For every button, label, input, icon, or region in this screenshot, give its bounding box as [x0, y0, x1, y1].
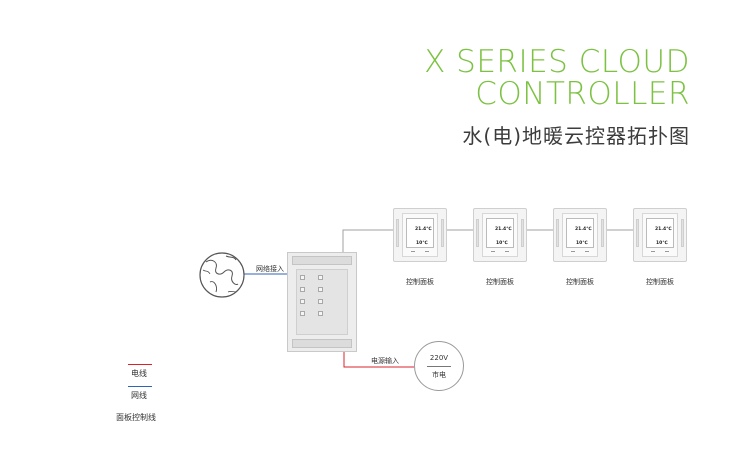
panel-screen: 21.4℃ 10℃	[566, 218, 594, 248]
legend-line-power	[128, 364, 152, 365]
panel-label-4: 控制面板	[646, 278, 674, 286]
module-port-icon	[318, 311, 323, 316]
panel-temp-set: 10℃	[656, 241, 668, 246]
panel-temp-set: 10℃	[416, 241, 428, 246]
control-panel-3: 21.4℃ 10℃	[553, 208, 607, 262]
module-bottom-terminals	[292, 339, 352, 348]
power-divider	[427, 366, 451, 367]
control-panel-1: 21.4℃ 10℃	[393, 208, 447, 262]
power-source-name: 市电	[432, 371, 446, 379]
legend-label-panel-wire: 面板控制线	[116, 413, 156, 422]
power-voltage: 220V	[429, 354, 449, 362]
panel-screen: 21.4℃ 10℃	[406, 218, 434, 248]
module-port-icon	[300, 275, 305, 280]
module-port-icon	[300, 311, 305, 316]
control-panel-2: 21.4℃ 10℃	[473, 208, 527, 262]
power-input-label: 电源输入	[371, 357, 399, 365]
module-port-icon	[318, 275, 323, 280]
module-port-icon	[300, 287, 305, 292]
panel-label-2: 控制面板	[486, 278, 514, 286]
panel-bus-wire	[342, 229, 393, 254]
cloud-controller-module	[287, 252, 357, 352]
power-source: 220V 市电	[414, 341, 464, 391]
control-panel-4: 21.4℃ 10℃	[633, 208, 687, 262]
panel-temp-current: 21.4℃	[495, 227, 512, 232]
panel-temp-set: 10℃	[576, 241, 588, 246]
panel-temp-set: 10℃	[496, 241, 508, 246]
panel-label-1: 控制面板	[406, 278, 434, 286]
legend-label-network: 网线	[131, 391, 147, 400]
panel-temp-current: 21.4℃	[415, 227, 432, 232]
panel-screen: 21.4℃ 10℃	[646, 218, 674, 248]
title-english: X SERIES CLOUD CONTROLLER	[424, 46, 690, 110]
globe-icon	[199, 252, 245, 298]
module-top-terminals	[292, 256, 352, 265]
panel-screen: 21.4℃ 10℃	[486, 218, 514, 248]
power-wire	[343, 352, 414, 368]
legend-line-network	[128, 386, 152, 387]
network-input-label: 网络接入	[256, 265, 284, 273]
legend-label-power: 电线	[131, 369, 147, 378]
module-port-icon	[300, 299, 305, 304]
title-chinese: 水(电)地暖云控器拓扑图	[462, 124, 690, 148]
title-english-line2: CONTROLLER	[475, 76, 690, 112]
panel-label-3: 控制面板	[566, 278, 594, 286]
panel-temp-current: 21.4℃	[655, 227, 672, 232]
title-english-line1: X SERIES CLOUD	[424, 44, 690, 80]
module-port-icon	[318, 299, 323, 304]
module-port-icon	[318, 287, 323, 292]
panel-temp-current: 21.4℃	[575, 227, 592, 232]
